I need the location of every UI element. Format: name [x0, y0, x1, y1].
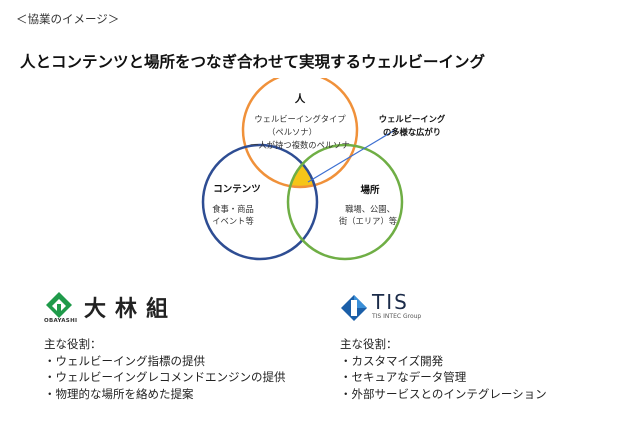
obayashi-logo: OBAYASHI 大林組 [44, 290, 224, 330]
venn-people-title: 人 [295, 92, 306, 105]
venn-place-line: 職場、公園、 [345, 204, 395, 214]
venn-circle-people [241, 78, 359, 189]
tis-role-item: ・カスタマイズ開発 [340, 353, 444, 368]
tis-roles-title: 主な役割： [340, 337, 398, 351]
obayashi-roles-title: 主な役割： [44, 337, 102, 351]
venn-people-line: ウェルビーイングタイプ [254, 114, 346, 124]
venn-callout-text: の多様な広がり [383, 127, 441, 137]
callout-connector-line [307, 129, 396, 183]
tis-logo: TIS TIS INTEC Group [340, 290, 480, 330]
tis-role-item: ・外部サービスとのインテグレーション [340, 386, 547, 401]
venn-place-line: 街（エリア）等 [339, 216, 397, 226]
section-label: ＜協業のイメージ＞ [16, 12, 120, 26]
obayashi-role-item: ・ウェルビーイング指標の提供 [44, 353, 205, 368]
tis-logo-text: TIS [372, 290, 409, 314]
tis-role-item: ・セキュアなデータ管理 [340, 370, 467, 384]
venn-people-line: （ペルソナ） [267, 127, 317, 137]
venn-circle-content [201, 143, 319, 261]
headline: 人とコンテンツと場所をつなぎ合わせて実現するウェルビーイング [20, 53, 486, 71]
tis-logo-sub: TIS INTEC Group [372, 313, 422, 320]
obayashi-logo-sub: OBAYASHI [44, 318, 78, 324]
obayashi-logo-text: 大林組 [84, 296, 178, 322]
obayashi-role-item: ・ウェルビーイングレコメンドエンジンの提供 [44, 370, 286, 384]
venn-place-title: 場所 [360, 184, 380, 196]
tis-roles: 主な役割： ・カスタマイズ開発 ・セキュアなデータ管理 ・外部サービスとのインテ… [340, 336, 547, 402]
obayashi-role-item: ・物理的な場所を絡めた提案 [44, 386, 194, 401]
obayashi-emblem-icon [46, 292, 72, 318]
venn-callout-text: ウェルビーイング [379, 114, 446, 124]
obayashi-roles: 主な役割： ・ウェルビーイング指標の提供 ・ウェルビーイングレコメンドエンジンの… [44, 336, 286, 402]
venn-circle-place [286, 143, 404, 261]
venn-content-line: イベント等 [212, 216, 254, 226]
tis-emblem-icon [341, 295, 367, 321]
venn-content-title: コンテンツ [213, 184, 261, 195]
venn-content-line: 食事・商品 [212, 204, 254, 214]
venn-people-line: 一人が持つ複数のペルソナ [250, 140, 350, 150]
venn-diagram: 人 ウェルビーイングタイプ （ペルソナ） 一人が持つ複数のペルソナ コンテンツ … [201, 78, 446, 261]
